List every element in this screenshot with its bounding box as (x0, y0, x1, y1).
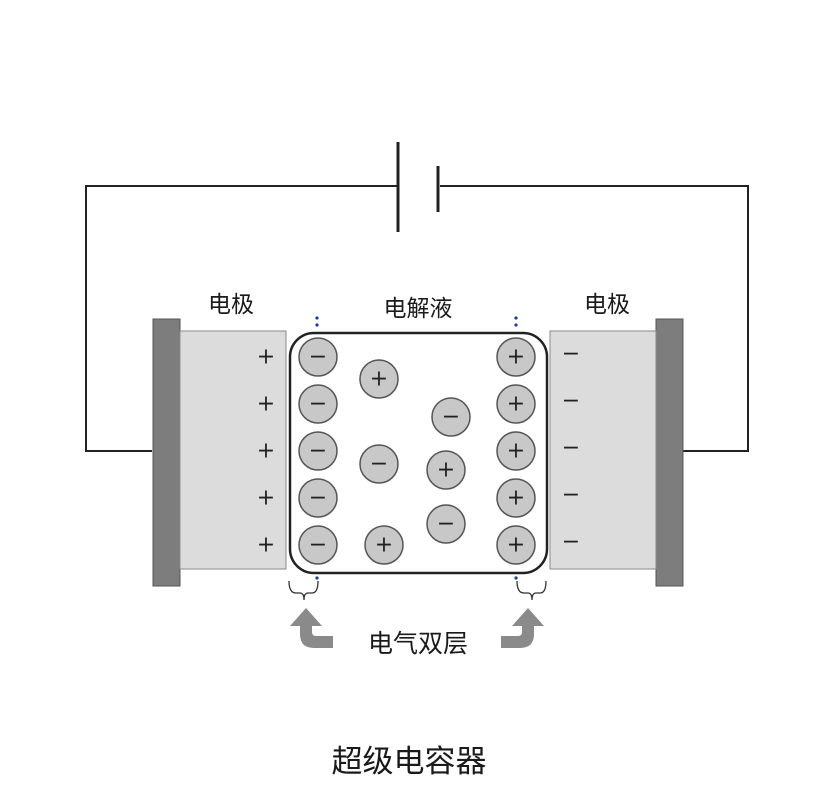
cation: + (359, 359, 399, 399)
left-current-collector (152, 318, 181, 587)
ion-charge-sign: − (309, 439, 327, 464)
anion: − (298, 384, 338, 424)
electrode-charge-sign: − (562, 389, 580, 414)
right-electrode-label: 电极 (584, 292, 630, 318)
boundary-dots (315, 316, 518, 580)
double-layer-label: 电气双层 (368, 629, 468, 658)
cation: + (496, 525, 536, 565)
left-electrode-charges: + + + + + (257, 345, 275, 558)
ion-charge-sign: + (507, 439, 525, 464)
ion-charge-sign: + (507, 486, 525, 511)
ion-charge-sign: + (375, 533, 393, 558)
cation: + (364, 525, 404, 565)
ion-charge-sign: + (437, 458, 455, 483)
anion: − (298, 337, 338, 377)
electrode-charge-sign: + (257, 392, 275, 417)
anion: − (359, 444, 399, 484)
cation: + (496, 337, 536, 377)
ion-charge-sign: + (370, 367, 388, 392)
ion-charge-sign: − (309, 533, 327, 558)
electrode-charge-sign: − (562, 436, 580, 461)
cation: + (496, 384, 536, 424)
diagram-title: 超级电容器 (332, 744, 487, 780)
ion-charge-sign: − (309, 486, 327, 511)
ion-charge-sign: − (370, 452, 388, 477)
electrode-charge-sign: − (562, 483, 580, 508)
electrode-charge-sign: − (562, 342, 580, 367)
ion-charge-sign: − (309, 392, 327, 417)
battery-symbol (396, 142, 440, 232)
electrode-charge-sign: + (257, 486, 275, 511)
electrode-charge-sign: + (257, 439, 275, 464)
anion: − (298, 525, 338, 565)
right-current-collector (655, 318, 684, 587)
electrolyte-label: 电解液 (384, 296, 453, 322)
anion: − (298, 478, 338, 518)
ion-charge-sign: + (507, 392, 525, 417)
right-layer-brace (516, 580, 547, 601)
left-electrode (179, 330, 287, 570)
right-electrode (549, 330, 657, 570)
circuit-wire-right (440, 185, 749, 452)
electrode-charge-sign: − (562, 530, 580, 555)
cation: + (496, 431, 536, 471)
electrode-charge-sign: + (257, 533, 275, 558)
right-arrow-icon (501, 608, 544, 648)
electrolyte-container (288, 331, 549, 575)
ion-charge-sign: − (437, 512, 455, 537)
cation: + (496, 478, 536, 518)
ion-charge-sign: − (442, 405, 460, 430)
right-electrode-charges: − − − − − (562, 342, 580, 555)
left-layer-brace (288, 580, 319, 601)
anion: − (426, 504, 466, 544)
electrode-charge-sign: + (257, 345, 275, 370)
ion-charge-sign: − (309, 345, 327, 370)
circuit-wire-left (85, 185, 398, 452)
ion-charge-sign: + (507, 533, 525, 558)
anion: − (431, 397, 471, 437)
cation: + (426, 450, 466, 490)
left-arrow-icon (290, 608, 333, 648)
ions: − − − − − + + + + + + − + − + − (298, 337, 536, 565)
anion: − (298, 431, 338, 471)
ion-charge-sign: + (507, 345, 525, 370)
left-electrode-label: 电极 (208, 292, 254, 318)
